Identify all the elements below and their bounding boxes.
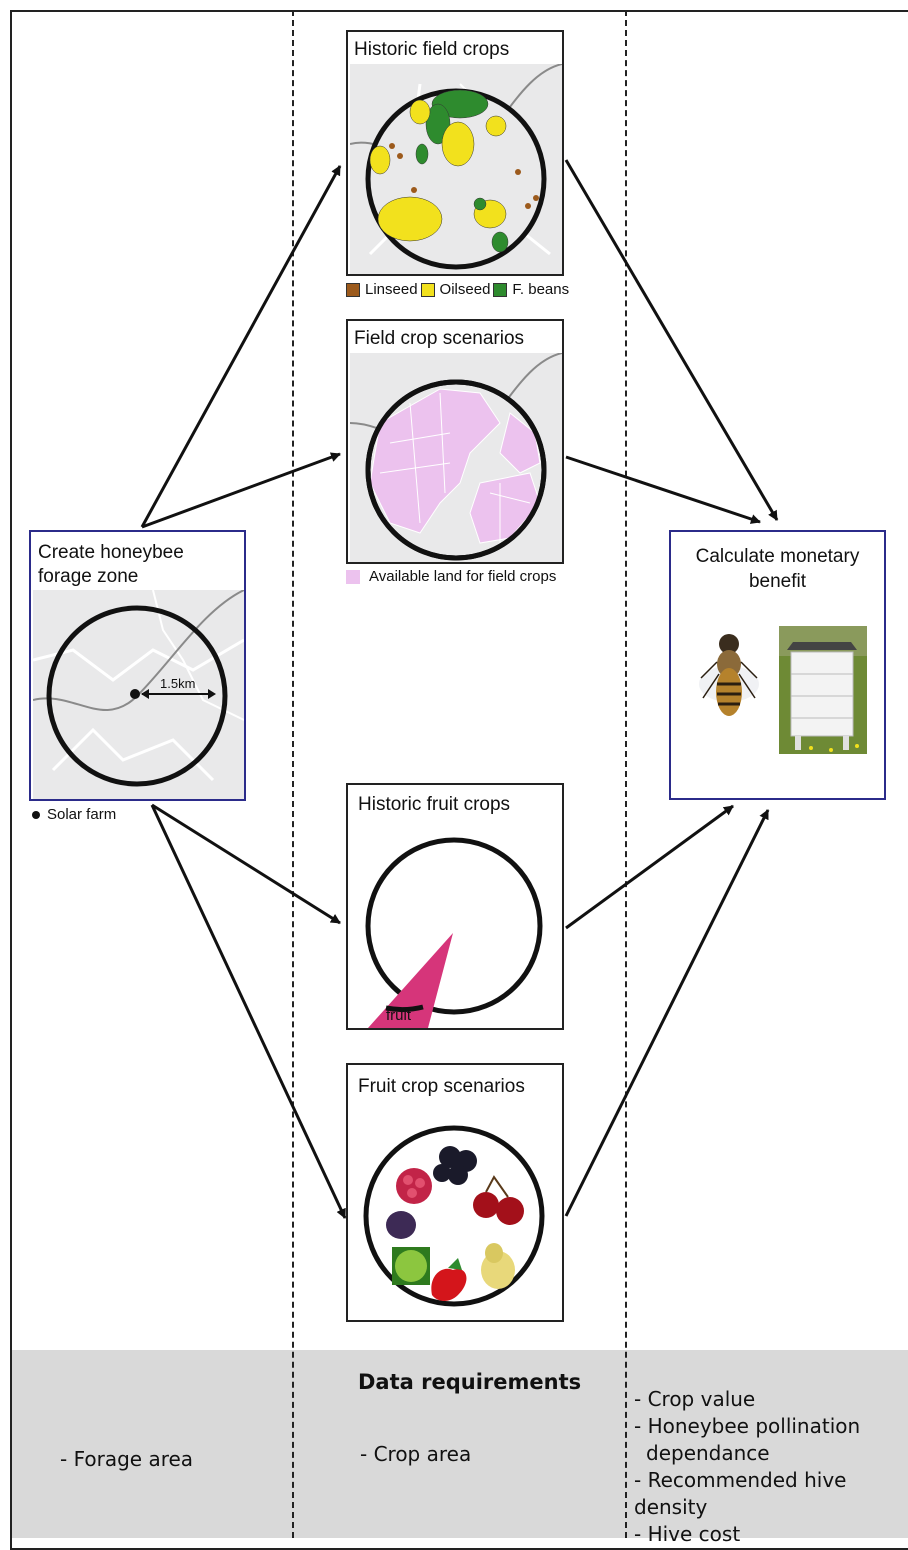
fruit-crop-scenarios-box: Fruit crop scenarios — [346, 1063, 564, 1322]
historic-fruit-crops-box: Historic fruit crops fruit — [346, 783, 564, 1030]
forage-area-requirement: - Forage area — [60, 1447, 194, 1471]
column-divider-left — [292, 10, 294, 1538]
solar-farm-marker — [130, 689, 140, 699]
monetary-benefit-title: Calculate monetary benefit — [671, 544, 884, 594]
fruit-scenarios-diagram — [363, 1125, 545, 1307]
field-crop-scenarios-box: Field crop scenarios — [346, 319, 564, 564]
historic-field-map — [350, 64, 562, 274]
fruit-wedge-label: fruit — [386, 1007, 412, 1024]
solar-farm-legend-label: Solar farm — [47, 806, 117, 823]
crop-area-requirement: - Crop area — [360, 1442, 472, 1466]
pear-icon — [481, 1243, 515, 1289]
solar-farm-legend: Solar farm — [32, 806, 116, 823]
raspberry-icon — [396, 1168, 432, 1204]
oilseed-legend-label: Oilseed — [439, 281, 491, 298]
arrow-forage-to-field-scenarios — [141, 452, 341, 529]
forage-zone-title: Create honeybee forage zone — [38, 541, 184, 589]
available-land-legend-label: Available land for field crops — [369, 568, 557, 585]
arrow-field-scenarios-to-monetary — [565, 455, 761, 524]
honeybee-icon — [699, 634, 759, 716]
forage-zone-title-line1: Create honeybee — [38, 542, 184, 563]
plum-icon — [386, 1211, 416, 1239]
monetary-images — [699, 626, 867, 754]
monetary-title-line1: Calculate monetary — [695, 546, 860, 567]
oilseed-swatch — [420, 282, 435, 297]
requirement-pollination-dependance: - Honeybee pollination — [634, 1414, 861, 1438]
available-land-swatch — [346, 569, 360, 584]
requirement-hive-density: - Recommended hive density — [634, 1468, 847, 1519]
apple-icon — [392, 1247, 430, 1285]
beehive-icon — [779, 626, 867, 754]
requirement-pollination-dependance-cont: dependance — [646, 1441, 770, 1465]
monetary-title-line2: benefit — [748, 571, 807, 592]
field-scenarios-legend: Available land for field crops — [346, 568, 556, 585]
cherry-icon — [473, 1175, 524, 1225]
field-scenarios-map — [350, 353, 562, 562]
linseed-legend-label: Linseed — [365, 281, 418, 298]
fruit-wedge — [368, 933, 453, 1028]
solar-farm-dot-icon — [32, 810, 40, 819]
data-requirements-title: Data requirements — [358, 1370, 582, 1394]
historic-field-crops-title: Historic field crops — [354, 39, 510, 60]
strawberry-icon — [431, 1258, 467, 1301]
fruit-crop-scenarios-title: Fruit crop scenarios — [358, 1076, 525, 1097]
arrow-forage-to-historic-fruit — [151, 803, 341, 925]
requirement-hive-cost: - Hive cost — [634, 1522, 741, 1546]
blackcurrant-icon — [433, 1146, 477, 1185]
arrow-fruit-scenarios-to-monetary — [564, 809, 770, 1217]
footer-band — [11, 1350, 908, 1538]
arrow-forage-to-fruit-scenarios — [150, 804, 347, 1219]
radius-label: 1.5km — [160, 676, 196, 691]
historic-fruit-diagram — [365, 837, 543, 1028]
field-crop-scenarios-title: Field crop scenarios — [354, 328, 525, 349]
historic-fruit-crops-title: Historic fruit crops — [358, 794, 511, 815]
arrow-forage-to-historic-field — [140, 165, 342, 528]
monetary-requirements-list: - Crop value - Honeybee pollination depe… — [634, 1386, 908, 1548]
fbeans-legend-label: F. beans — [512, 281, 570, 298]
monetary-benefit-box: Calculate monetary benefit — [669, 530, 886, 800]
fbeans-swatch — [493, 282, 508, 297]
column-divider-right — [625, 10, 627, 1538]
historic-field-crops-box: Historic field crops — [346, 30, 564, 276]
forage-zone-title-line2: forage zone — [38, 566, 139, 587]
arrow-historic-fruit-to-monetary — [565, 804, 734, 930]
historic-field-legend: Linseed Oilseed F. beans — [346, 281, 569, 298]
arrow-historic-field-to-monetary — [564, 159, 779, 521]
linseed-swatch — [346, 282, 360, 297]
requirement-crop-value: - Crop value — [634, 1387, 756, 1411]
